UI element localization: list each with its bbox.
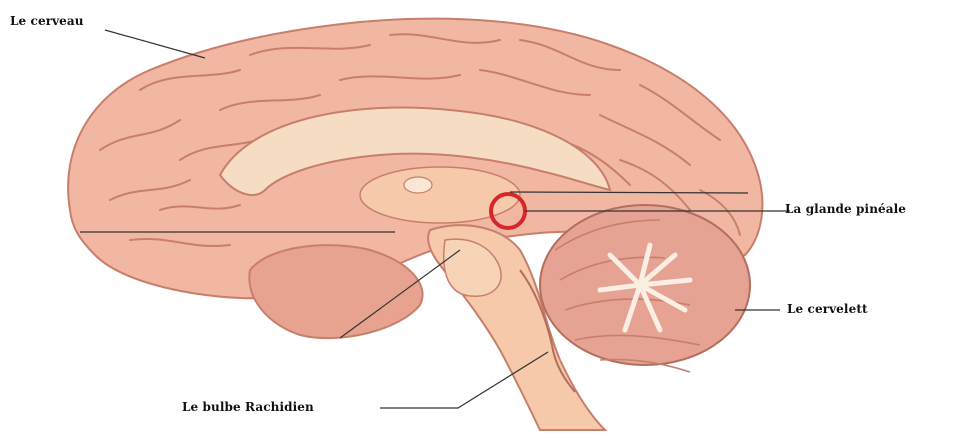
label-cerveau: Le cerveau [10,14,84,28]
label-cervelet: Le cervelett [787,302,868,316]
thalamus [360,167,520,223]
label-bulbe-rachidien: Le bulbe Rachidien [182,400,314,414]
small-nucleus [404,177,432,193]
leader-cerveau [105,30,205,58]
label-glande-pineale: La glande pinéale [785,202,906,216]
